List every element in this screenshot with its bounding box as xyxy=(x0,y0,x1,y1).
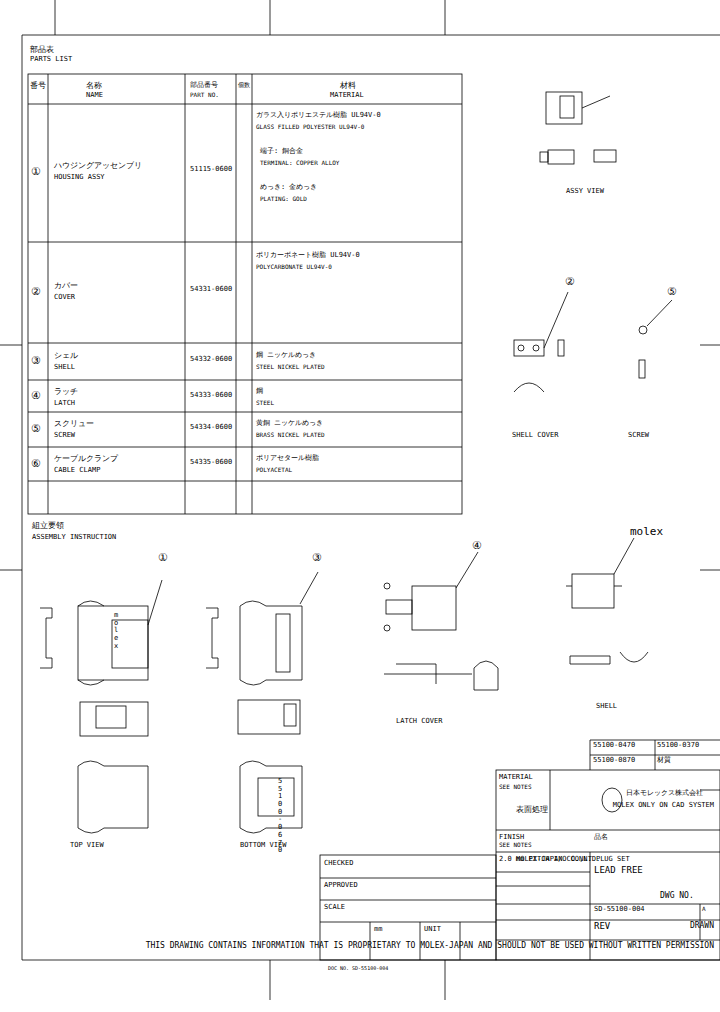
drawing-text: スクリュー xyxy=(54,420,94,429)
drawing-text: SCALE xyxy=(324,904,345,912)
drawing-text: ASSEMBLY INSTRUCTION xyxy=(32,534,116,542)
drawing-text: 鋼 ニッケルめっき xyxy=(256,352,316,360)
drawing-text: SEE NOTES xyxy=(499,784,532,791)
drawing-text: 部品番号 xyxy=(190,82,218,90)
callout-number: ① xyxy=(158,552,168,564)
drawing-text: 材料 xyxy=(340,82,356,91)
drawing-text: 品名 xyxy=(594,834,608,842)
drawing-text: POLYCARBONATE UL94V-0 xyxy=(256,264,332,271)
drawing-text: 名称 xyxy=(86,82,102,91)
callout-number: ④ xyxy=(472,540,482,552)
callout-number: ③ xyxy=(31,355,41,367)
drawing-text: MATERIAL xyxy=(330,92,364,100)
drawing-text: NAME xyxy=(86,92,103,100)
drawing-text: POLYACETAL xyxy=(256,467,292,474)
drawing-text: SCREW xyxy=(628,432,649,440)
drawing-text: ガラス入りポリエステル樹脂 UL94V-0 xyxy=(256,112,381,120)
drawing-text: ポリアセタール樹脂 xyxy=(256,455,319,463)
drawing-text: mm xyxy=(374,926,382,934)
drawing-text: BRASS NICKEL PLATED xyxy=(256,432,325,439)
drawing-text: 個数 xyxy=(238,82,250,89)
callout-number: ③ xyxy=(312,552,322,564)
drawing-text: 55100-0470 xyxy=(593,742,635,750)
drawing-text: ケーブルクランプ xyxy=(54,455,118,464)
drawing-text: ラッチ xyxy=(54,388,78,397)
drawing-text: 51115-0600 xyxy=(190,166,232,174)
drawing-text: REV xyxy=(594,922,610,932)
drawing-text: 鋼 xyxy=(256,388,263,396)
drawing-text: SHELL xyxy=(596,703,617,711)
drawing-text: SD-55100-004 xyxy=(594,906,645,914)
drawing-text: CABLE CLAMP xyxy=(54,467,100,475)
drawing-text: ハウジングアッセンブリ xyxy=(54,162,142,171)
drawing-text: THIS DRAWING CONTAINS INFORMATION THAT I… xyxy=(146,942,714,951)
drawing-text: UNIT xyxy=(424,926,441,934)
drawing-text: 日本モレックス株式会社 xyxy=(626,790,703,798)
drawing-text: 54332-0600 xyxy=(190,356,232,364)
callout-number: ⑥ xyxy=(31,458,41,470)
drawing-text: DOC NO. SD-55100-004 xyxy=(328,966,388,972)
callout-number: ⑤ xyxy=(667,286,677,298)
drawing-text: ポリカーボネート樹脂 UL94V-0 xyxy=(256,252,360,260)
drawing-text: 54335-0600 xyxy=(190,459,232,467)
drawing-text: SHELL xyxy=(54,364,75,372)
drawing-text: 部品表 xyxy=(30,46,54,55)
drawing-text: TOP VIEW xyxy=(70,842,104,850)
drawing-text: 55100-0370 xyxy=(657,742,699,750)
drawing-text: 材質 xyxy=(657,757,671,765)
drawing-text: LATCH COVER xyxy=(396,718,442,726)
drawing-text: PLATING: GOLD xyxy=(260,196,307,203)
drawing-text: DWG NO. xyxy=(660,892,694,901)
drawing-text: LATCH xyxy=(54,400,75,408)
drawing-text: 番号 xyxy=(30,82,46,91)
logo-text: 55100-0670 xyxy=(278,778,285,855)
drawing-text: STEEL NICKEL PLATED xyxy=(256,364,325,371)
drawing-text: STEEL xyxy=(256,400,274,407)
drawing-text: CHECKED xyxy=(324,860,354,868)
callout-number: ⑤ xyxy=(31,423,41,435)
drawing-text: 54331-0600 xyxy=(190,286,232,294)
drawing-text: LEAD FREE xyxy=(594,866,643,876)
drawing-text: 黄銅 ニッケルめっき xyxy=(256,420,323,428)
callout-number: ② xyxy=(31,286,41,298)
callout-number: ① xyxy=(31,166,41,178)
drawing-text: 54334-0600 xyxy=(190,424,232,432)
drawing-text: FINISH xyxy=(499,834,524,842)
drawing-text: 2.0 mm PITCH I/O CONN. PLUG SET xyxy=(499,856,630,864)
callout-number: ② xyxy=(565,276,575,288)
drawing-text: 組立要領 xyxy=(32,522,64,531)
drawing-text: GLASS FILLED POLYESTER UL94V-0 xyxy=(256,124,364,131)
drawing-text: カバー xyxy=(54,282,78,291)
drawing-text: PART NO. xyxy=(190,92,219,99)
drawing-text: シェル xyxy=(54,352,78,361)
drawing-text: めっき: 金めっき xyxy=(260,184,317,192)
drawing-text: SEE NOTES xyxy=(499,842,532,849)
drawing-text: 表面処理 xyxy=(516,806,548,815)
drawing-text: 端子: 銅合金 xyxy=(260,148,303,156)
drawing-text: MATERIAL xyxy=(499,774,533,782)
drawing-text: MOLEX ONLY ON CAD SYSTEM xyxy=(613,802,714,810)
drawing-text: A xyxy=(702,906,706,913)
drawing-text: TERMINAL: COPPER ALLOY xyxy=(260,160,339,167)
logo-text: molex xyxy=(114,612,121,650)
drawing-text: SCREW xyxy=(54,432,75,440)
drawing-text: HOUSING ASSY xyxy=(54,174,105,182)
drawing-text: 55100-0870 xyxy=(593,757,635,765)
drawing-text: 54333-0600 xyxy=(190,392,232,400)
drawing-text: SHELL COVER xyxy=(512,432,558,440)
callout-number: molex xyxy=(630,526,663,538)
drawing-text: DRAWN xyxy=(690,922,714,931)
drawing-text: COVER xyxy=(54,294,75,302)
drawing-text: PARTS LIST xyxy=(30,56,72,64)
drawing-text: APPROVED xyxy=(324,882,358,890)
callout-number: ④ xyxy=(31,390,41,402)
drawing-text: ASSY VIEW xyxy=(566,188,604,196)
